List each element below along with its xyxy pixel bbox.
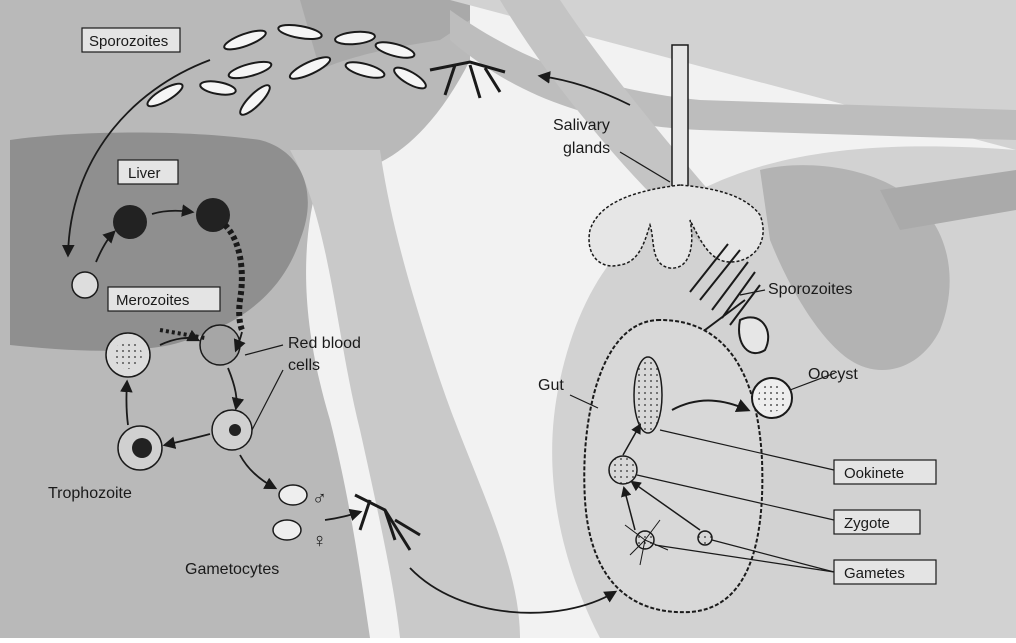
label-oocyst: Oocyst	[808, 366, 858, 383]
label-glands: glands	[563, 140, 610, 157]
label-gametocytes: Gametocytes	[185, 561, 279, 578]
label-sporozoites-right: Sporozoites	[768, 281, 853, 298]
red-blood-cell	[200, 325, 240, 365]
label-gametes: Gametes	[834, 560, 936, 584]
male-symbol: ♂	[312, 488, 327, 510]
ookinete-cell	[634, 357, 662, 433]
mosquito-gut	[584, 320, 762, 612]
label-liver: Liver	[118, 160, 178, 184]
label-cells: cells	[288, 357, 320, 374]
label-gut: Gut	[538, 377, 564, 394]
svg-text:Merozoites: Merozoites	[116, 292, 189, 309]
gametocyte-male	[279, 485, 307, 505]
label-merozoites: Merozoites	[108, 287, 220, 311]
gamete-female	[698, 531, 712, 545]
label-salivary: Salivary	[553, 117, 610, 134]
svg-text:Zygote: Zygote	[844, 515, 890, 532]
svg-text:Ookinete: Ookinete	[844, 465, 904, 482]
female-symbol: ♀	[312, 530, 327, 552]
label-sporozoites-top: Sporozoites	[82, 28, 180, 52]
oocyst-cell	[752, 378, 792, 418]
svg-text:Gametes: Gametes	[844, 565, 905, 582]
zygote-cell	[609, 456, 637, 484]
svg-text:Liver: Liver	[128, 165, 161, 182]
svg-text:Sporozoites: Sporozoites	[89, 33, 168, 50]
label-ookinete: Ookinete	[834, 460, 936, 484]
label-zygote: Zygote	[834, 510, 920, 534]
gametocyte-female	[273, 520, 301, 540]
label-trophozoite: Trophozoite	[48, 485, 132, 502]
label-red-blood: Red blood	[288, 335, 361, 352]
